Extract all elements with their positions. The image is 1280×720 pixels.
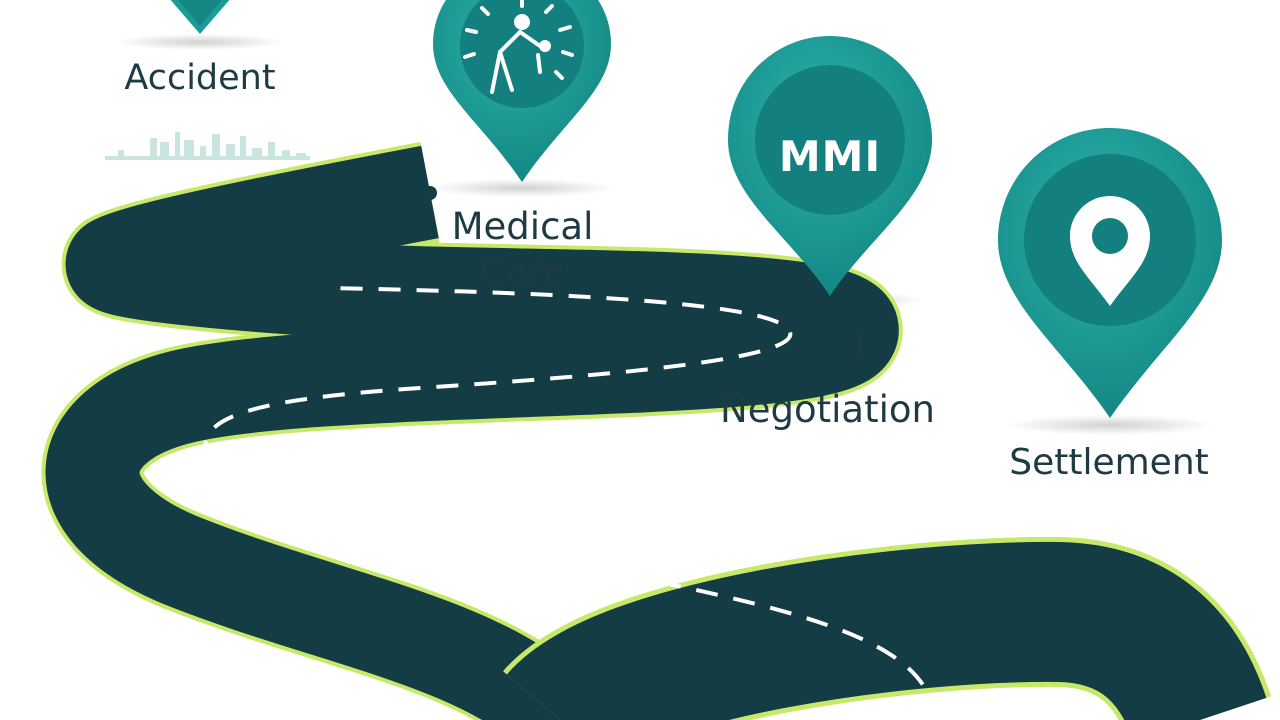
milestone-label-settlement: Settlement: [1009, 442, 1209, 483]
milestone-label-negotiation: Negotiation: [720, 388, 935, 431]
accident-pin: [170, 0, 230, 34]
injured-person-icon: [463, 0, 574, 94]
settlement-pin: [998, 128, 1222, 418]
road-center-dashes: [203, 286, 937, 720]
milestone-label-accident: Accident: [124, 58, 276, 98]
location-marker-icon: [1070, 196, 1150, 306]
medical-label-line1: Medical: [451, 205, 594, 248]
accident-pin-shadow: [115, 34, 285, 50]
negotiation-label-fragment: l: [855, 328, 865, 368]
medical-care-pin: [433, 0, 611, 182]
settlement-pin-shadow: [1005, 415, 1215, 435]
winding-road: [41, 141, 1272, 720]
medical-pin-shadow: [427, 179, 617, 197]
milestone-label-medical-care: Medical Care: [420, 205, 625, 293]
mmi-pin: [728, 36, 932, 296]
medical-label-line2: Care: [479, 249, 566, 292]
mmi-pin-text: MMI: [778, 132, 882, 181]
skyline-decoration: [105, 132, 310, 160]
